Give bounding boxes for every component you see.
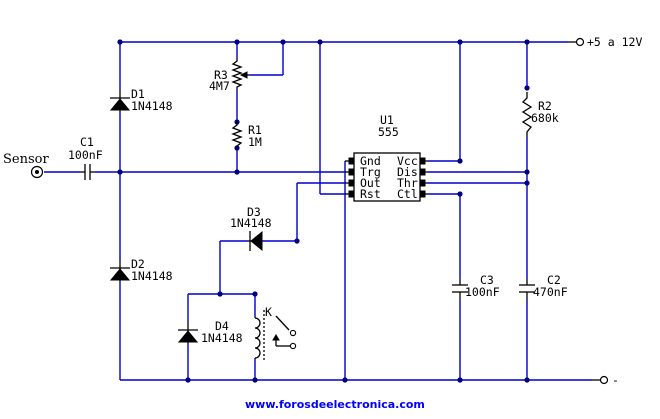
positive-supply-label: +5 a 12V — [587, 35, 642, 49]
capacitor-c1: C1 100nF — [68, 135, 103, 180]
r2-value: 680k — [531, 111, 559, 125]
r1-ref: R1 — [248, 123, 262, 137]
diode-d2: D2 1N4148 — [109, 257, 173, 283]
pin-ctl-label: Ctl — [397, 187, 418, 201]
wires — [44, 41, 592, 381]
relay-ref: K — [265, 305, 272, 319]
c2-value: 470nF — [533, 285, 568, 299]
d4-ref: D4 — [215, 319, 229, 333]
pin-dis-label: Dis — [397, 165, 418, 179]
d1-value: 1N4148 — [131, 99, 173, 113]
negative-supply-label: - — [612, 373, 619, 387]
pin-rst-label: Rst — [360, 187, 381, 201]
d3-ref: D3 — [247, 205, 261, 219]
d3-value: 1N4148 — [230, 216, 272, 230]
negative-supply-terminal: - — [592, 373, 619, 387]
ic-555-timer: U1 555 Gnd Trg Out Rst Vcc Dis Thr Ctl — [345, 113, 428, 202]
diode-d4: D4 1N4148 — [177, 319, 243, 345]
sensor-label: Sensor — [3, 152, 49, 167]
d4-value: 1N4148 — [201, 331, 243, 345]
positive-supply-terminal: +5 a 12V — [568, 35, 642, 49]
c3-ref: C3 — [480, 273, 494, 287]
c3-value: 100nF — [465, 285, 500, 299]
pin-out-label: Out — [360, 176, 381, 190]
r3-value: 4M7 — [209, 79, 230, 93]
ic-part: 555 — [378, 125, 399, 139]
c1-ref: C1 — [80, 135, 94, 149]
resistor-r1: R1 1M — [231, 122, 262, 149]
pin-gnd-label: Gnd — [360, 154, 381, 168]
r1-value: 1M — [248, 135, 262, 149]
capacitor-c3: C3 100nF — [452, 273, 500, 300]
d2-value: 1N4148 — [131, 269, 173, 283]
diode-d3: D3 1N4148 — [230, 205, 272, 252]
pin-trg-label: Trg — [360, 165, 381, 179]
sensor-input-terminal: Sensor — [3, 152, 49, 179]
r2-ref: R2 — [538, 99, 552, 113]
potentiometer-r3: R3 4M7 — [209, 58, 250, 93]
footer-url[interactable]: www.forosdeelectronica.com — [245, 398, 425, 411]
d2-ref: D2 — [131, 257, 145, 271]
d1-ref: D1 — [131, 87, 145, 101]
diode-d1: D1 1N4148 — [109, 87, 173, 113]
r3-ref: R3 — [214, 68, 228, 82]
pin-thr-label: Thr — [397, 176, 418, 190]
c1-value: 100nF — [68, 148, 103, 162]
relay-k: K — [254, 305, 297, 362]
junctions — [117, 39, 530, 383]
pin-vcc-label: Vcc — [397, 154, 418, 168]
c2-ref: C2 — [547, 273, 561, 287]
resistor-r2: R2 680k — [521, 92, 559, 138]
ic-ref: U1 — [380, 113, 394, 127]
capacitor-c2: C2 470nF — [519, 273, 568, 300]
